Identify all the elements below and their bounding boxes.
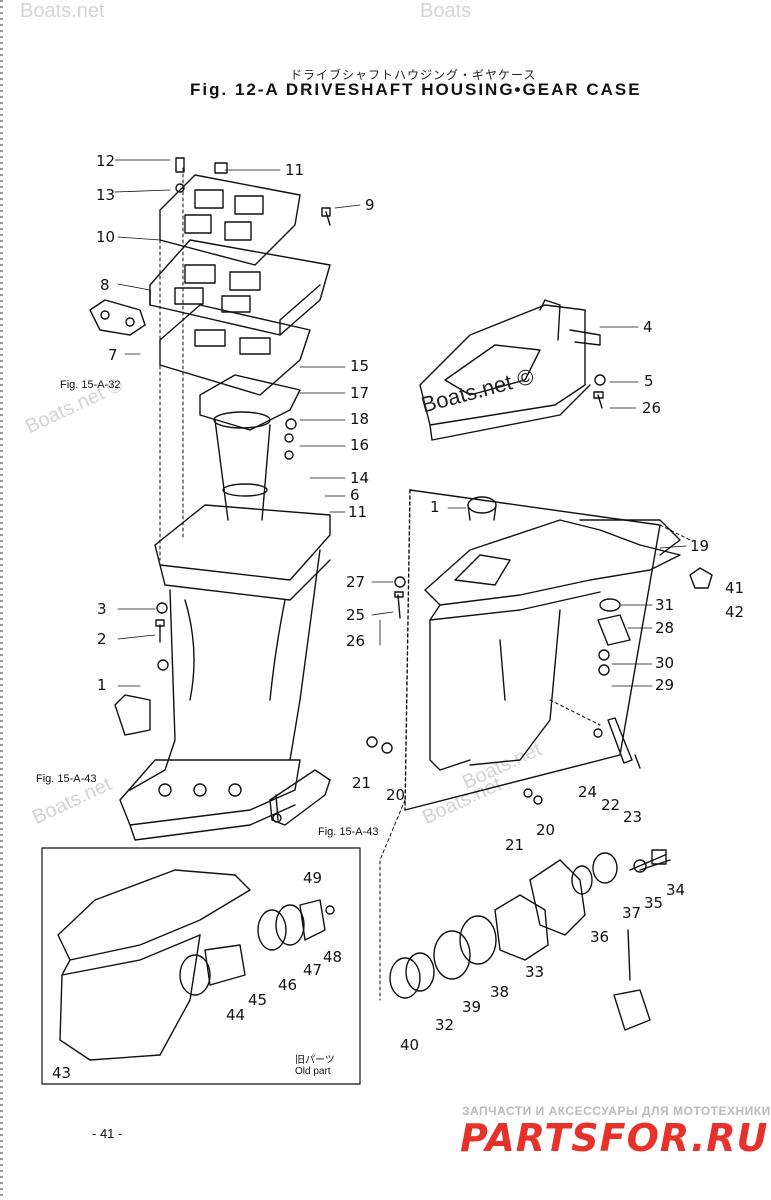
page-number: - 41 - [92, 1126, 123, 1141]
margin-dots [0, 0, 3, 1200]
part-number: 32 [435, 1016, 454, 1034]
part-number: 2 [97, 630, 107, 648]
figure-reference: Fig. 15-A-43 [318, 826, 379, 838]
figure-reference: Fig. 15-A-32 [60, 379, 121, 391]
part-number: 9 [365, 196, 375, 214]
part-number: 25 [346, 606, 365, 624]
part-number: 14 [350, 469, 369, 487]
part-number: 49 [303, 869, 322, 887]
part-number: 26 [642, 399, 661, 417]
upper-casing [419, 299, 606, 441]
part-number: 34 [666, 881, 685, 899]
part-number: 4 [643, 318, 653, 336]
part-number: 8 [100, 276, 110, 294]
part-number: 46 [278, 976, 297, 994]
old-part-label: 旧パーツ Old part [295, 1055, 335, 1077]
driveshaft-housing [114, 411, 331, 841]
part-number: 5 [644, 372, 654, 390]
part-number: 6 [350, 486, 360, 504]
part-number: 26 [346, 632, 365, 650]
part-number-labels: 12 13 11 9 10 8 7 15 17 18 16 14 6 11 4 … [36, 152, 744, 1082]
footer-tagline: ЗАПЧАСТИ И АКСЕССУАРЫ ДЛЯ МОТОТЕХНИКИ [462, 1104, 771, 1118]
part-number: 29 [655, 676, 674, 694]
watermark: Boats [420, 0, 472, 22]
part-number: 21 [352, 774, 371, 792]
part-number: 12 [96, 152, 115, 170]
part-number: 23 [623, 808, 642, 826]
part-number: 18 [350, 410, 369, 428]
part-number: 31 [655, 596, 674, 614]
old-part-inset-frame [41, 847, 361, 1085]
part-number: 35 [644, 894, 663, 912]
old-part-label-en: Old part [295, 1066, 331, 1077]
page-title: Fig. 12-A DRIVESHAFT HOUSING•GEAR CASE [190, 80, 642, 99]
old-part-label-jp: 旧パーツ [295, 1055, 335, 1066]
part-number: 20 [536, 821, 555, 839]
figure-reference: Fig. 15-A-43 [36, 773, 97, 785]
part-number: 41 [725, 579, 744, 597]
part-number: 11 [348, 503, 367, 521]
label-ticks [114, 159, 687, 687]
part-number: 16 [350, 436, 369, 454]
part-number: 36 [590, 928, 609, 946]
part-number: 24 [578, 783, 597, 801]
gear-case [366, 489, 713, 811]
part-number: 13 [96, 186, 115, 204]
upper-plates [89, 174, 331, 431]
part-number: 28 [655, 619, 674, 637]
part-number: 48 [323, 948, 342, 966]
title-japanese: ドライブシャフトハウジング・ギヤケース [290, 68, 537, 82]
part-number: 1 [430, 498, 440, 516]
footer-brand-logo[interactable]: PARTSFOR.RU [460, 1116, 769, 1160]
part-number: 10 [96, 228, 115, 246]
leader-lines [159, 167, 691, 1001]
part-number: 40 [400, 1036, 419, 1054]
part-number: 20 [386, 786, 405, 804]
part-number: 19 [690, 537, 709, 555]
part-number: 43 [52, 1064, 71, 1082]
part-number: 7 [108, 346, 118, 364]
part-number: 15 [350, 357, 369, 375]
part-number: 37 [622, 904, 641, 922]
part-number: 45 [248, 991, 267, 1009]
part-number: 42 [725, 603, 744, 621]
part-number: 21 [505, 836, 524, 854]
propeller-shaft-assembly [389, 849, 671, 1031]
part-number: 47 [303, 961, 322, 979]
part-number: 22 [601, 796, 620, 814]
part-number: 39 [462, 998, 481, 1016]
part-number: 33 [525, 963, 544, 981]
part-number: 11 [285, 161, 304, 179]
part-number: 30 [655, 654, 674, 672]
part-number: 38 [490, 983, 509, 1001]
part-number: 27 [346, 573, 365, 591]
watermark: Boats.net [20, 0, 105, 22]
fasteners [155, 157, 331, 823]
part-number: 44 [226, 1006, 245, 1024]
part-number: 1 [97, 676, 107, 694]
old-part-gearcase [57, 869, 335, 1061]
part-number: 3 [97, 600, 107, 618]
part-number: 17 [350, 384, 369, 402]
